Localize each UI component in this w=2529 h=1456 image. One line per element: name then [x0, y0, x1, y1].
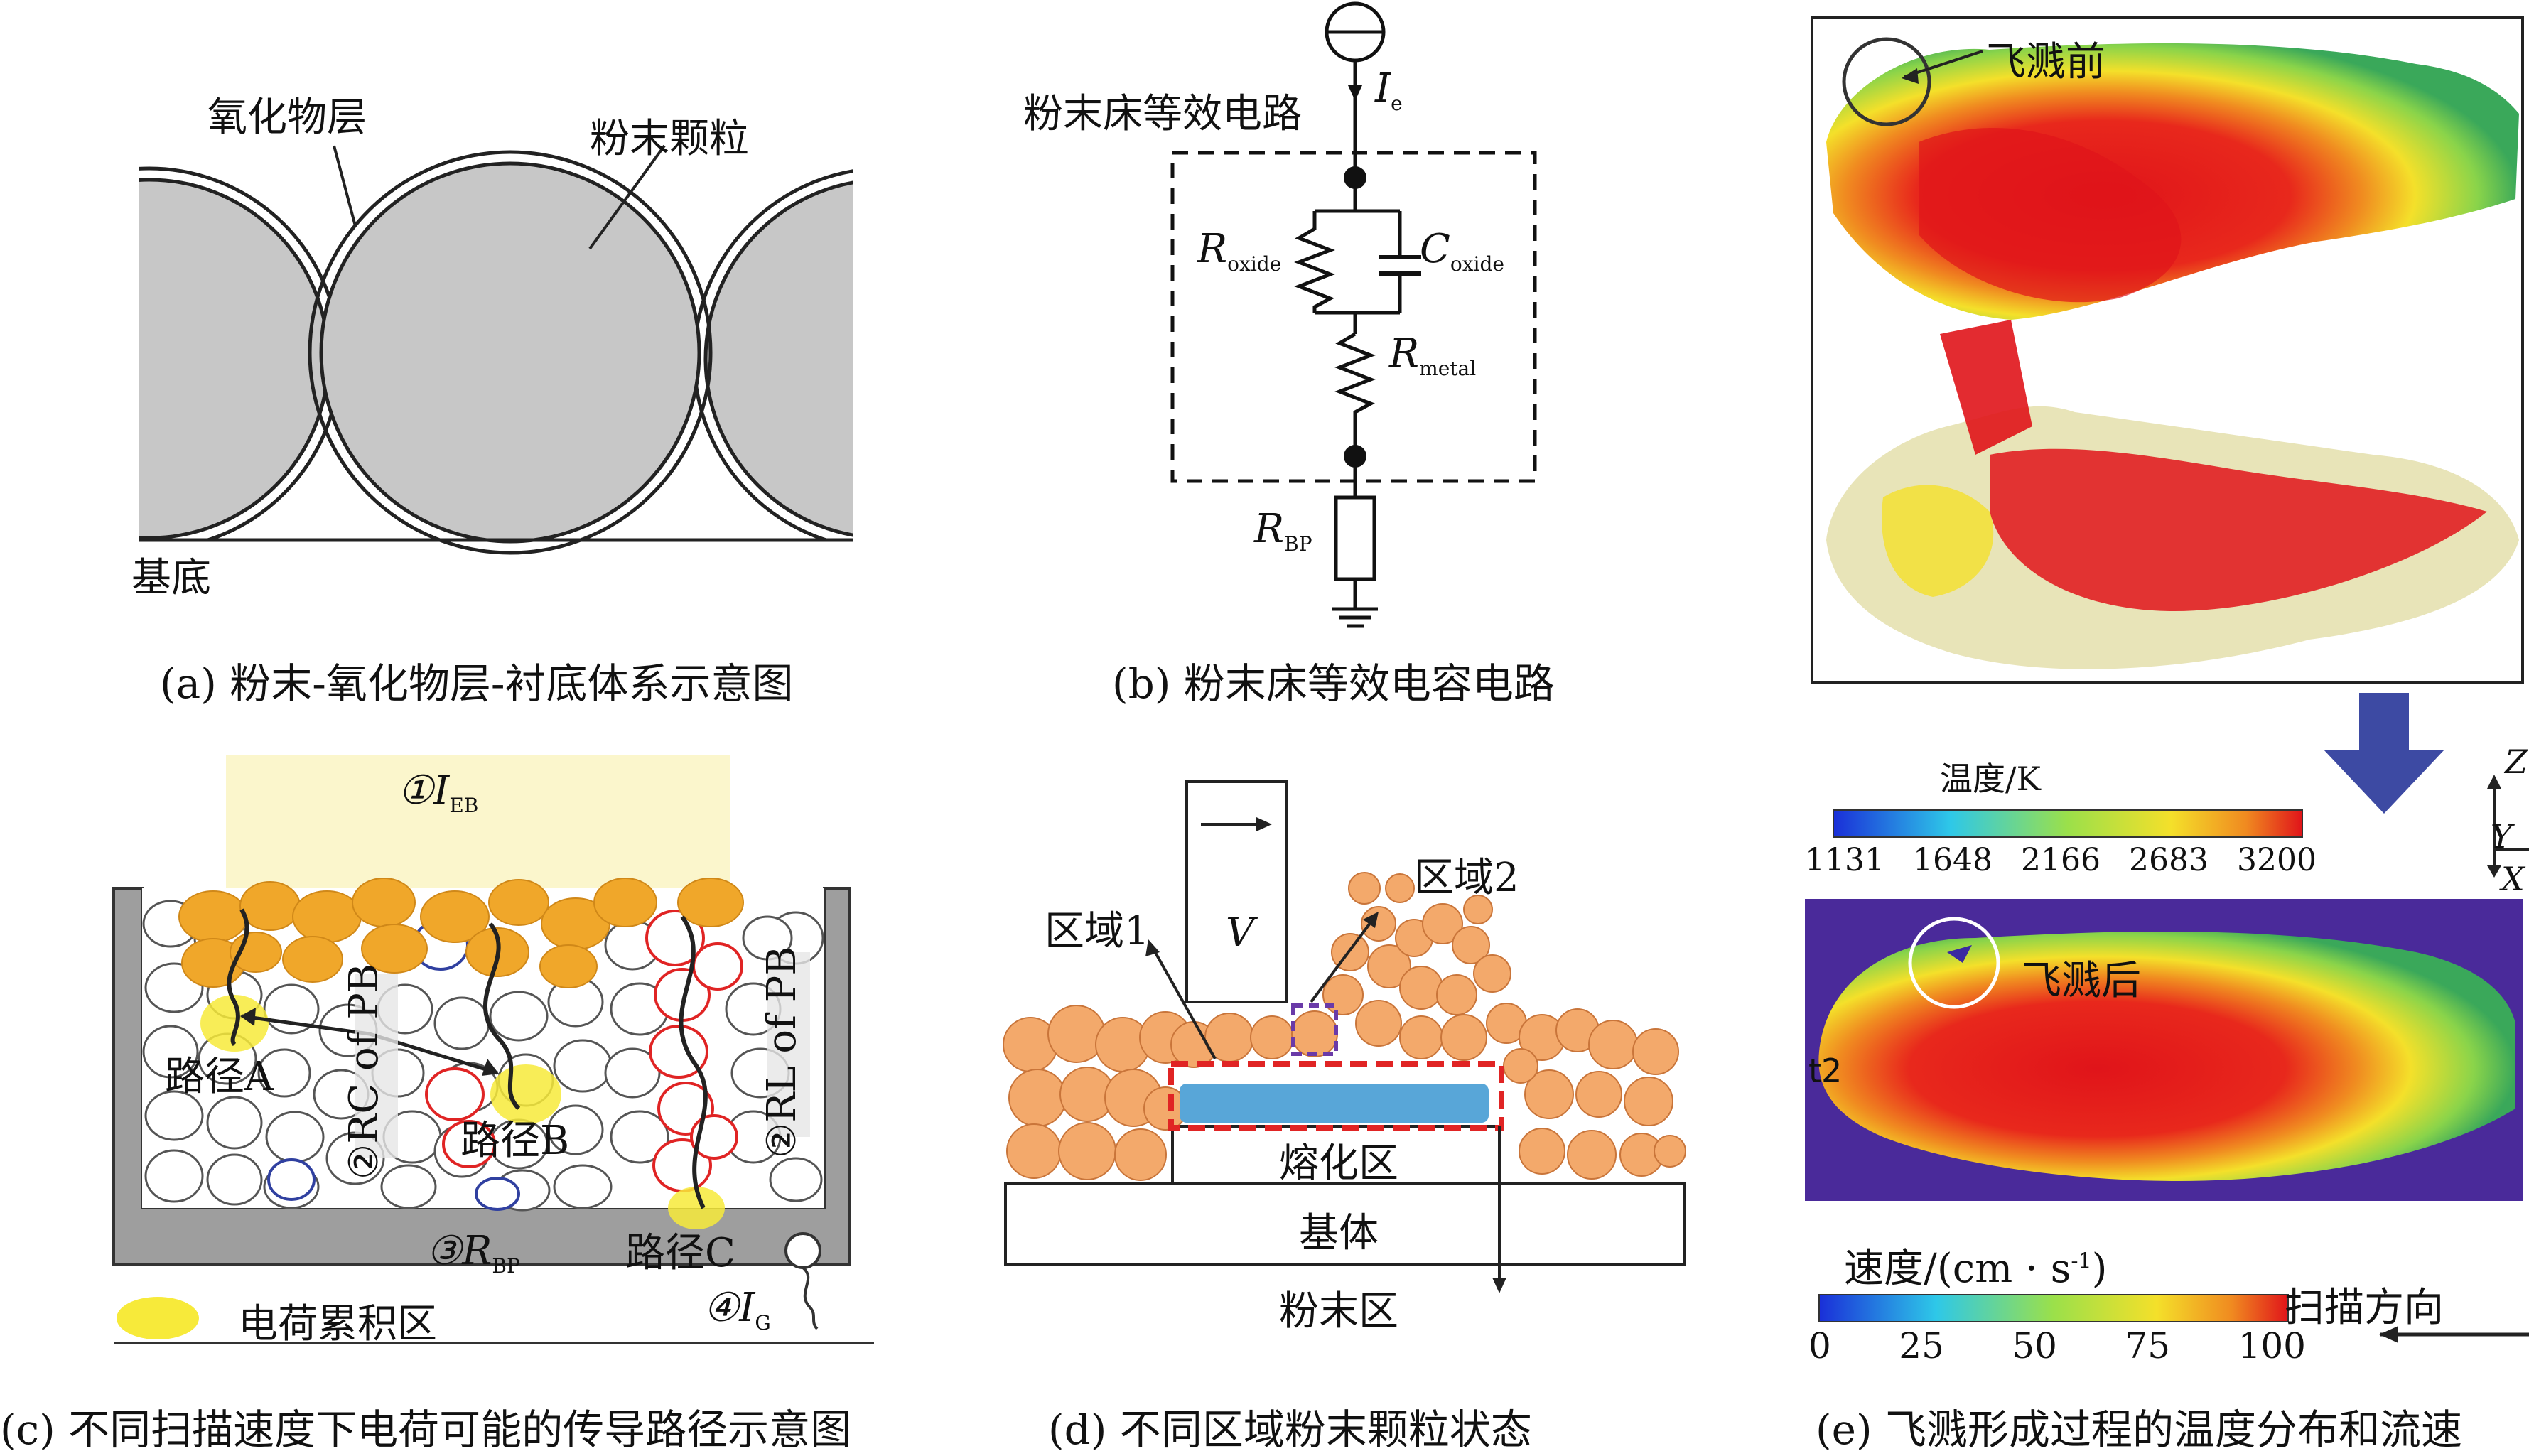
ground-icon — [1332, 607, 1378, 628]
r-metal-resistor — [1334, 332, 1376, 455]
region-1-box — [1168, 1061, 1504, 1131]
rbp-label: ③RBP — [426, 1228, 520, 1278]
vel-tick: 50 — [2012, 1325, 2057, 1366]
r-bp-label: RBP — [1254, 506, 1312, 556]
spatter-after-circle — [1908, 917, 2000, 1009]
beam-label: ①IEB — [398, 767, 479, 818]
temp-tick: 2683 — [2129, 842, 2209, 878]
spatter-before-circle — [1842, 37, 1931, 126]
vel-tick: 0 — [1808, 1325, 1831, 1366]
path-c-label: 路径C — [625, 1230, 735, 1276]
melt-zone-label: 熔化区 — [1279, 1140, 1398, 1187]
temp-tick: 2166 — [2021, 842, 2101, 878]
path-b-label: 路径B — [460, 1118, 570, 1164]
panel-a: 氧化物层 粉末颗粒 基底 (a) 粉末-氧化物层-衬底体系示意图 — [0, 0, 856, 711]
rl-label: ②RL of PB — [759, 946, 805, 1158]
ground-connector-icon — [784, 1232, 821, 1269]
label-substrate: 基底 — [131, 555, 211, 601]
caption-a: (a) 粉末-氧化物层-衬底体系示意图 — [160, 659, 794, 708]
panel-c: ①IEB ②RC of PB ②RL of PB 路径A 路径B 路径C ③RB… — [0, 711, 959, 1454]
particle-middle — [308, 150, 713, 555]
path-a-label: 路径A — [165, 1054, 274, 1100]
ig-label: ④IG — [703, 1285, 771, 1335]
r-bp-resistor — [1334, 495, 1376, 581]
velocity-title: 速度/(cm · s-1) — [1844, 1246, 2108, 1292]
temp-tick: 1131 — [1805, 842, 1884, 878]
panel-b-circuit — [1170, 1, 1537, 628]
region-2-label: 区域2 — [1414, 855, 1519, 901]
axis-y-label-display: Y — [2491, 817, 2513, 856]
c-oxide-label: Coxide — [1420, 226, 1504, 276]
panel-d-diagram — [1003, 780, 1686, 1293]
velocity-ticks: 0 25 50 75 100 — [1808, 1325, 2306, 1366]
temp-tick: 3200 — [2237, 842, 2317, 878]
vel-tick: 25 — [1899, 1325, 1944, 1366]
path-a-line — [227, 908, 249, 1047]
time-label: t2 — [1808, 1052, 1843, 1090]
circuit-title: 粉末床等效电路 — [1023, 91, 1302, 137]
vel-tick: 75 — [2125, 1325, 2171, 1366]
spatter-after-label: 飞溅后 — [2022, 958, 2141, 1004]
r-oxide-label: Roxide — [1197, 226, 1282, 276]
panel-c-diagram — [112, 755, 874, 1344]
region-2-box — [1291, 1003, 1338, 1056]
path-c-line — [679, 915, 708, 1209]
panel-e-diagram — [1805, 16, 2529, 1343]
label-oxide-layer: 氧化物层 — [207, 95, 367, 141]
region-1-label: 区域1 — [1045, 908, 1150, 954]
caption-d: (d) 不同区域粉末颗粒状态 — [1048, 1406, 1532, 1454]
temp-tick: 1648 — [1913, 842, 1993, 878]
rc-label: ②RC of PB — [341, 963, 387, 1180]
scan-beam-box — [1185, 780, 1288, 1003]
melt-pool-after — [1818, 932, 2515, 1181]
path-b-line — [482, 922, 521, 1111]
panel-a-diagram — [139, 144, 856, 555]
caption-e: (e) 飞溅形成过程的温度分布和流速 — [1816, 1406, 2463, 1454]
caption-c: (c) 不同扫描速度下电荷可能的传导路径示意图 — [0, 1406, 852, 1454]
velocity-label: V — [1226, 910, 1255, 956]
base-label: 基体 — [1299, 1210, 1379, 1256]
panel-d: 区域1 区域2 V 熔化区 基体 粉末区 (d) 不同区域粉末颗粒状态 — [981, 711, 1734, 1454]
scan-direction-label: 扫描方向 — [2285, 1285, 2444, 1331]
temperature-colorbar — [1833, 809, 2303, 838]
temperature-title: 温度/K — [1940, 760, 2041, 798]
melt-pool — [1180, 1084, 1489, 1123]
charge-accumulation-particles — [178, 878, 744, 988]
caption-b: (b) 粉末床等效电容电路 — [1112, 659, 1555, 708]
axis-z-label: Z — [2505, 743, 2528, 781]
vel-tick: 100 — [2238, 1325, 2306, 1366]
panel-b: 粉末床等效电路 Ie Roxide Coxide Rmetal RBP (b) … — [995, 0, 1634, 711]
r-oxide-resistor — [1294, 211, 1335, 313]
legend-charge-swatch — [117, 1297, 199, 1339]
process-arrow-icon — [2324, 693, 2444, 814]
label-powder-particle: 粉末颗粒 — [590, 116, 749, 162]
electron-beam-region — [226, 755, 730, 897]
powder-zone-label: 粉末区 — [1279, 1288, 1398, 1334]
velocity-colorbar — [1818, 1294, 2289, 1322]
panel-e: 飞溅前 飞溅后 t2 温度/K 1131 1648 2166 2683 3200… — [1776, 0, 2529, 1454]
legend-charge-label: 电荷累积区 — [238, 1301, 437, 1347]
melt-zone-block — [1171, 1125, 1501, 1185]
r-metal-label: Rmetal — [1389, 330, 1477, 381]
current-label: Ie — [1375, 65, 1403, 116]
temperature-ticks: 1131 1648 2166 2683 3200 — [1805, 842, 2317, 878]
orange-powder-particles — [1003, 872, 1686, 1181]
axis-x-label: X — [2501, 860, 2525, 898]
spatter-before-label: 飞溅前 — [1986, 39, 2105, 85]
